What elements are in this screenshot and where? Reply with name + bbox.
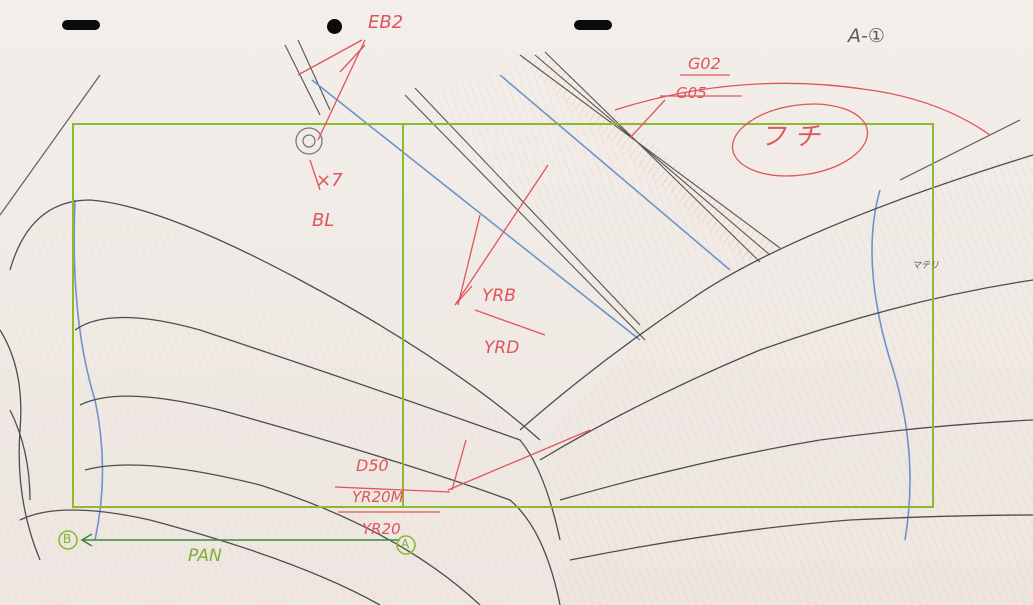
peg-hole-left bbox=[62, 20, 100, 30]
mix-top-label: D50 bbox=[356, 456, 389, 475]
curved-forms bbox=[0, 154, 1033, 605]
tone-bottom-label: YRD bbox=[484, 338, 520, 358]
red-annotations bbox=[297, 39, 991, 513]
mark-b-label: B bbox=[63, 532, 72, 546]
cut-number-label: A-① bbox=[848, 25, 885, 47]
scale-label: ×7 bbox=[316, 170, 343, 191]
pan-label: PAN bbox=[188, 546, 222, 566]
pan-arrow bbox=[80, 533, 400, 547]
tone-top-label: YRB bbox=[482, 286, 516, 306]
mix-bottom-label: YR20 bbox=[362, 520, 401, 538]
peg-hole-center bbox=[327, 19, 342, 34]
small-note: マテリ bbox=[912, 261, 940, 271]
gloss-bottom-label: G05 bbox=[676, 84, 707, 102]
peg-circle-marker bbox=[295, 127, 323, 155]
peg-hole-right bbox=[574, 20, 612, 30]
effect-label: EB2 bbox=[368, 12, 404, 33]
tone-mark: フチ bbox=[760, 122, 829, 152]
mix-mid-label: YR20M bbox=[352, 488, 404, 506]
diagonal-lines bbox=[0, 39, 1021, 341]
camera-frames bbox=[72, 123, 934, 508]
orange-shade-diagonal bbox=[515, 55, 780, 262]
mark-a-label: A bbox=[401, 537, 410, 551]
mark-circles bbox=[58, 530, 416, 555]
light-label: BL bbox=[312, 210, 335, 231]
gloss-top-label: G02 bbox=[688, 54, 721, 73]
orange-shade-wall bbox=[420, 60, 760, 340]
